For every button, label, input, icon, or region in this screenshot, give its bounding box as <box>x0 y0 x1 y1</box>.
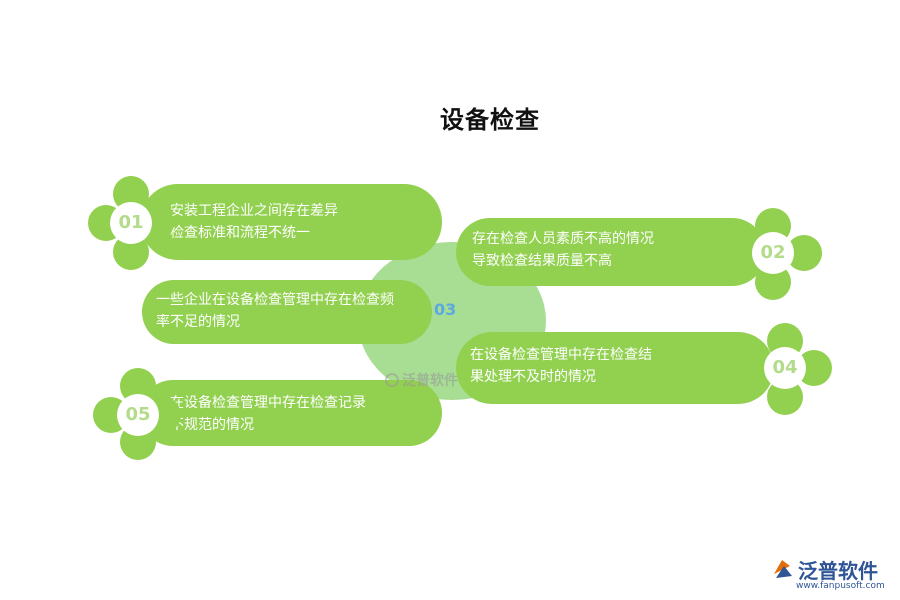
item-02-line2: 导致检查结果质量不高 <box>472 253 612 269</box>
item-01-line1: 安装工程企业之间存在差异 <box>170 203 338 219</box>
item-02-number: 02 <box>760 242 786 263</box>
item-03-line2: 率不足的情况 <box>156 314 240 330</box>
diagram-title: 设备检查 <box>440 106 540 134</box>
watermark-icon <box>385 373 399 387</box>
logo-icon <box>774 560 792 578</box>
item-02-box: 存在检查人员素质不高的情况 导致检查结果质量不高 <box>456 218 766 286</box>
item-05-line2: 不规范的情况 <box>170 417 254 433</box>
item-04-flower: 04 <box>742 323 832 415</box>
item-05-number: 05 <box>125 404 151 425</box>
center-number: 03 <box>434 300 457 319</box>
item-05-box: 在设备检查管理中存在检查记录 不规范的情况 <box>140 380 442 446</box>
item-05-flower: 05 <box>93 368 181 460</box>
item-02-line1: 存在检查人员素质不高的情况 <box>472 231 654 247</box>
item-03-line1: 一些企业在设备检查管理中存在检查频 <box>156 292 394 308</box>
item-01-number: 01 <box>118 212 144 233</box>
item-04-line1: 在设备检查管理中存在检查结 <box>470 347 652 363</box>
item-01-line2: 检查标准和流程不统一 <box>170 225 310 241</box>
item-04-line2: 果处理不及时的情况 <box>470 369 596 385</box>
item-04-box: 在设备检查管理中存在检查结 果处理不及时的情况 <box>456 332 774 404</box>
item-01-flower: 01 <box>88 176 174 270</box>
item-04-number: 04 <box>772 357 798 378</box>
logo-url: www.fanpusoft.com <box>796 581 885 591</box>
item-02-flower: 02 <box>730 208 822 300</box>
watermark-text: 泛普软件 <box>402 373 458 389</box>
item-03-box: 一些企业在设备检查管理中存在检查频 率不足的情况 <box>142 280 432 344</box>
item-05-line1: 在设备检查管理中存在检查记录 <box>170 395 366 411</box>
item-01-box: 安装工程企业之间存在差异 检查标准和流程不统一 <box>140 184 442 260</box>
logo-name: 泛普软件 <box>798 559 878 583</box>
